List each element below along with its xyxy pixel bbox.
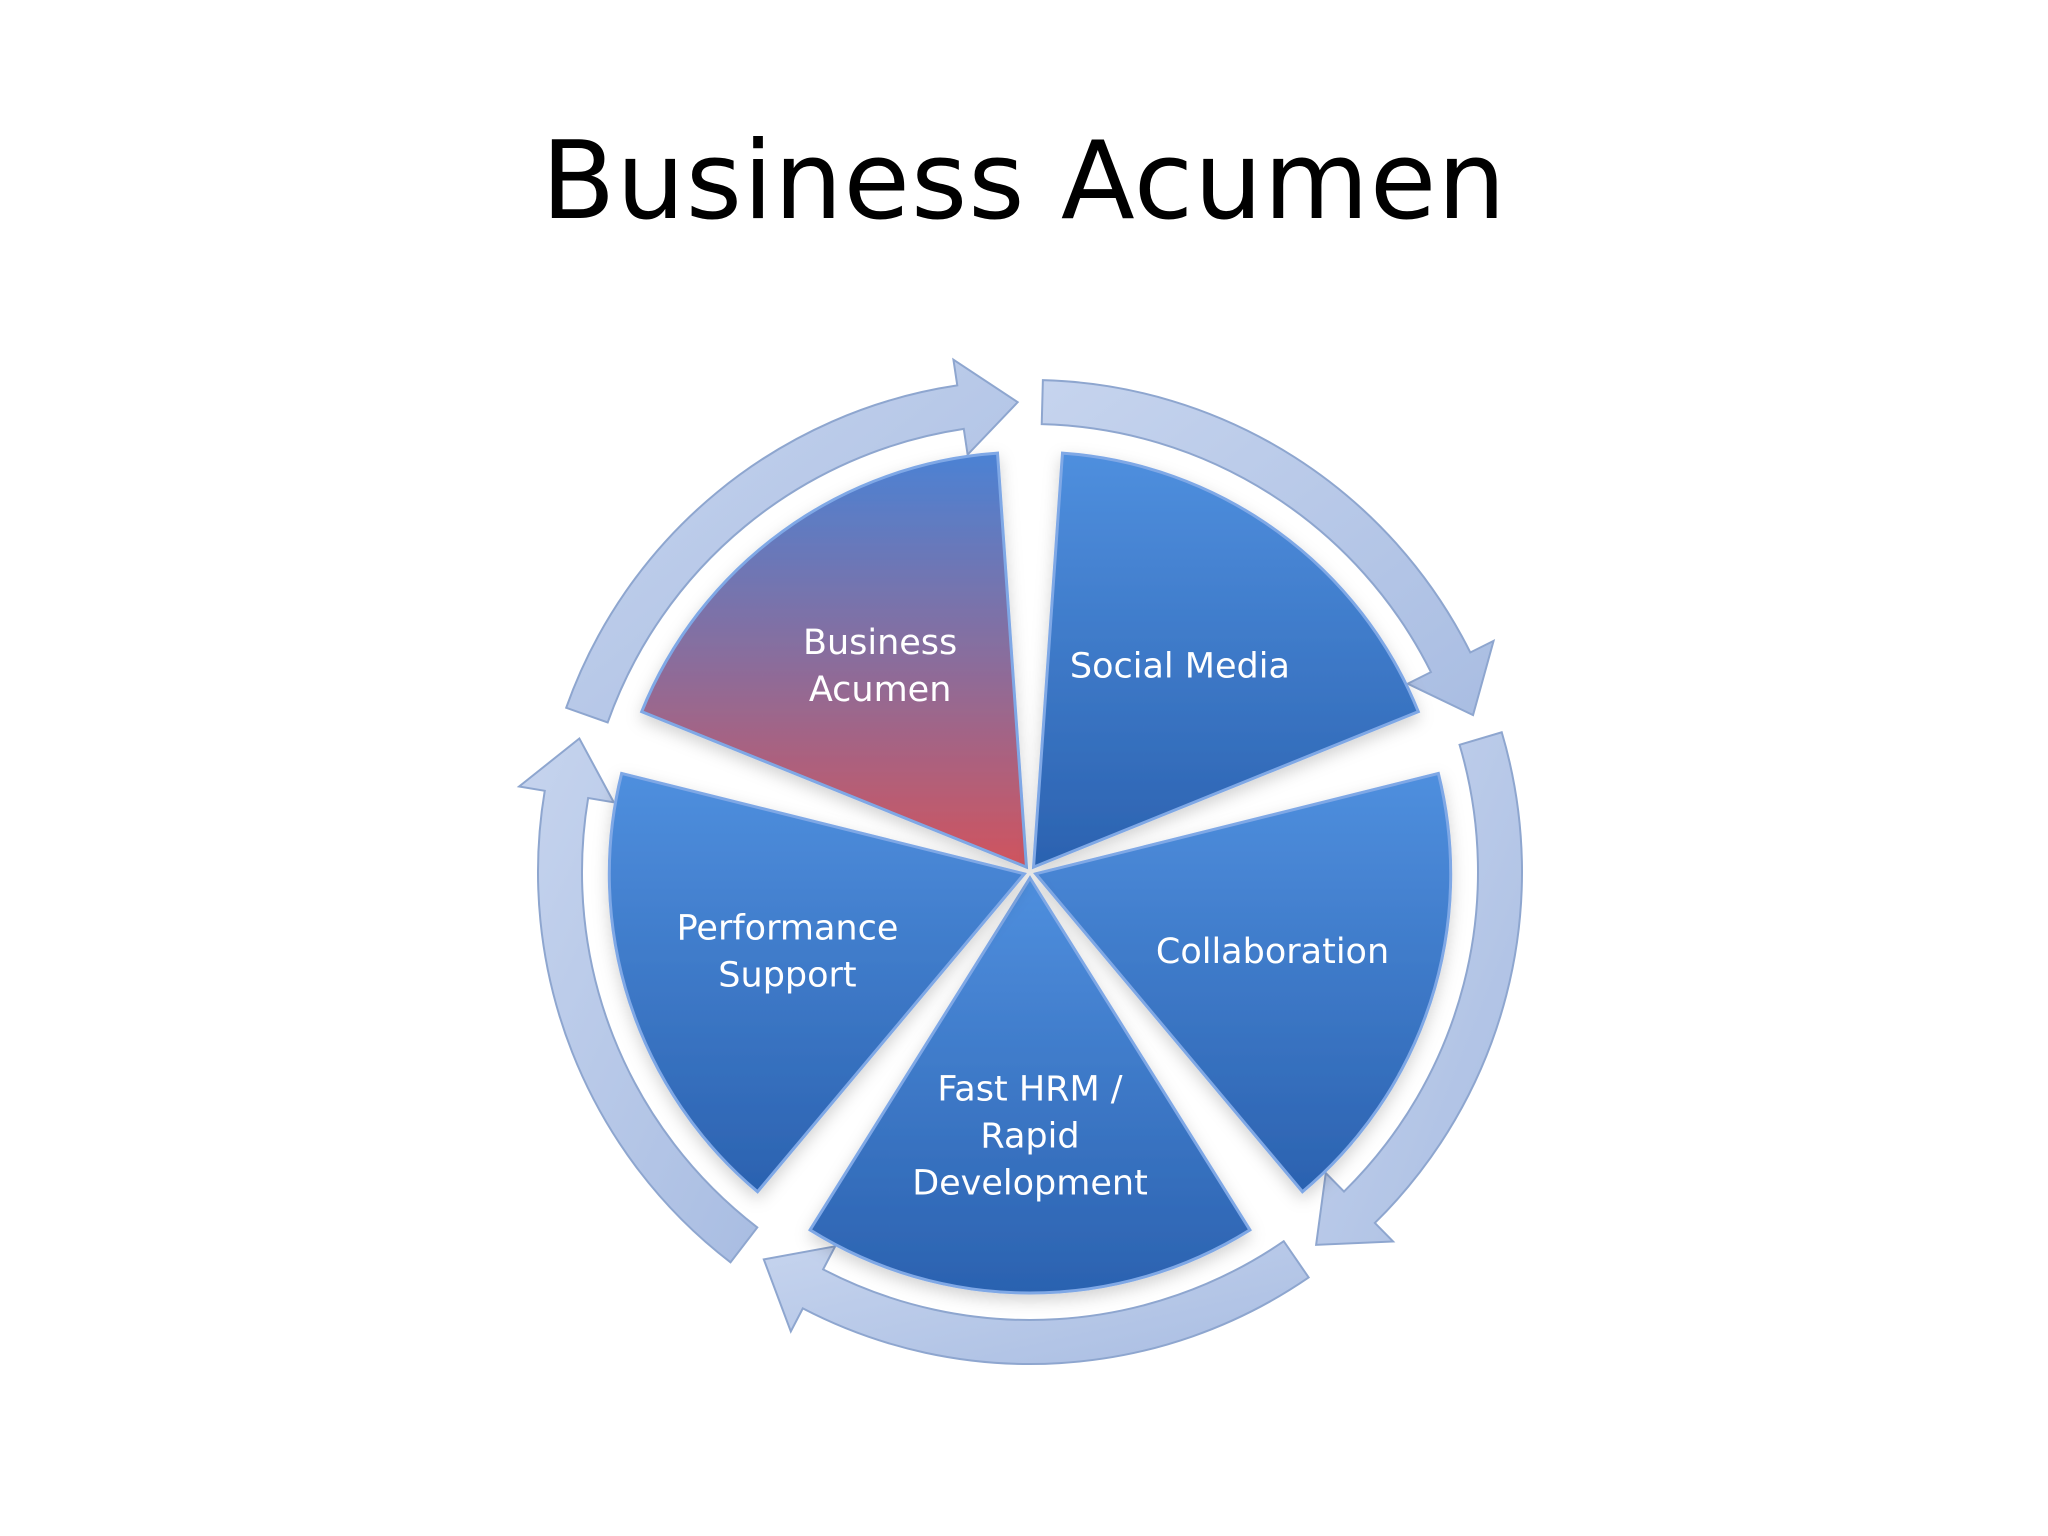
cycle-arrow: [1040, 379, 1496, 717]
cycle-arrow: [516, 736, 759, 1264]
segment-label-line: Fast HRM /: [937, 1069, 1122, 1109]
cycle-arrow: [1314, 731, 1523, 1246]
segment-label-social-media: Social Media: [1070, 647, 1290, 687]
segment-label-line: Social Media: [1070, 647, 1290, 687]
slide-title: Business Acumen: [541, 119, 1507, 244]
segment-performance-support: [607, 771, 1027, 1194]
segment-label-line: Development: [912, 1163, 1148, 1203]
cycle-arrows: [516, 357, 1523, 1365]
cycle-arrow: [762, 1239, 1311, 1365]
segment-label-line: Business: [803, 623, 957, 663]
segment-social-media: [1031, 451, 1421, 870]
segment-fast-hrm: [808, 875, 1252, 1295]
cycle-arrow: [564, 357, 1020, 724]
segment-label-line: Collaboration: [1156, 932, 1389, 972]
segment-label-line: Rapid: [980, 1116, 1079, 1156]
segment-label-line: Performance: [677, 908, 899, 948]
segment-label-line: Acumen: [809, 670, 952, 710]
segment-label-line: Support: [718, 955, 856, 995]
segment-label-collaboration: Collaboration: [1156, 932, 1389, 972]
segment-business-acumen: [639, 451, 1029, 870]
segment-collaboration: [1033, 771, 1453, 1194]
cycle-segments: [607, 451, 1453, 1295]
